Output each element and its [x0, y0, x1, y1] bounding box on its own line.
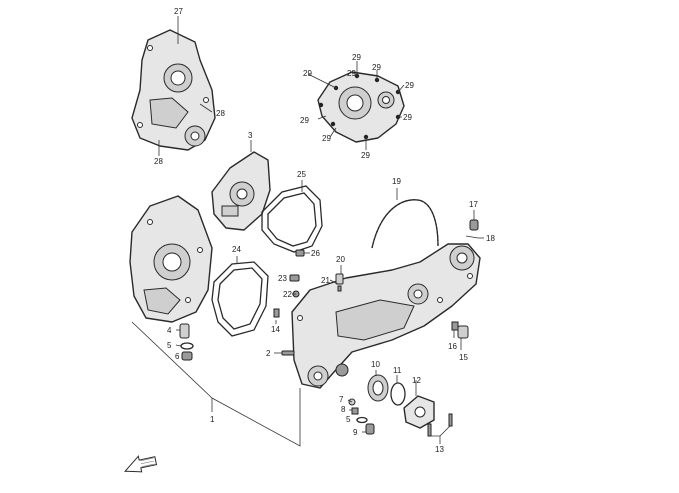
part-24-gasket	[211, 261, 269, 337]
callout-21: 21	[321, 276, 330, 285]
part-29-transmission-cover	[317, 71, 405, 143]
callout-29h: 29	[300, 116, 309, 125]
part-1-left-crankcase	[129, 195, 213, 323]
callout-24: 24	[232, 245, 241, 254]
callout-26: 26	[311, 249, 320, 258]
part-2-bolt	[281, 350, 295, 356]
callout-29d: 29	[405, 81, 414, 90]
callout-29i: 29	[347, 69, 356, 78]
callout-29a: 29	[303, 69, 312, 78]
callout-12: 12	[412, 376, 421, 385]
callout-27: 27	[174, 7, 183, 16]
callout-3: 3	[248, 131, 253, 140]
callout-25: 25	[297, 170, 306, 179]
part-25-gasket	[261, 185, 323, 253]
callout-29f: 29	[361, 151, 370, 160]
callout-labels: 27 28 28 3 29 29 29 29 29 29 29 29 29 25…	[154, 7, 495, 454]
callout-11: 11	[393, 366, 402, 375]
part-20-21-pin	[335, 273, 344, 292]
callout-22: 22	[283, 290, 292, 299]
callout-18: 18	[486, 234, 495, 243]
callout-29g: 29	[322, 134, 331, 143]
callout-1: 1	[210, 415, 215, 424]
callout-17: 17	[469, 200, 478, 209]
callout-14: 14	[271, 325, 280, 334]
callout-23: 23	[278, 274, 287, 283]
part-3-cover	[211, 151, 271, 231]
part-27-cover	[131, 29, 216, 151]
part-10-11-12-seal	[367, 374, 435, 429]
callout-19: 19	[392, 177, 401, 186]
callout-7: 7	[339, 395, 344, 404]
callout-5b: 5	[346, 415, 351, 424]
part-4-5-6-plug	[179, 323, 194, 361]
part-26-bolt	[295, 249, 305, 257]
leader-lines	[131, 16, 484, 447]
callout-4: 4	[167, 326, 172, 335]
part-15-16-fitting	[451, 321, 469, 339]
callout-2: 2	[266, 349, 271, 358]
part-19-seal-strip	[371, 199, 439, 249]
callout-6: 6	[175, 352, 180, 361]
callout-20: 20	[336, 255, 345, 264]
part-1-right-crankcase	[291, 243, 481, 389]
callout-15: 15	[459, 353, 468, 362]
callout-29e: 29	[403, 113, 412, 122]
callout-28b: 28	[154, 157, 163, 166]
callout-29b: 29	[352, 53, 361, 62]
part-14-pin	[273, 308, 280, 318]
front-arrow-icon	[124, 455, 158, 473]
part-13-bolts	[427, 413, 453, 437]
callout-16: 16	[448, 342, 457, 351]
callout-13: 13	[435, 445, 444, 454]
callout-28a: 28	[216, 109, 225, 118]
callout-10: 10	[371, 360, 380, 369]
callout-5a: 5	[167, 341, 172, 350]
part-17-18-fitting	[465, 219, 479, 239]
callout-29c: 29	[372, 63, 381, 72]
callout-8: 8	[341, 405, 346, 414]
callout-9: 9	[353, 428, 358, 437]
